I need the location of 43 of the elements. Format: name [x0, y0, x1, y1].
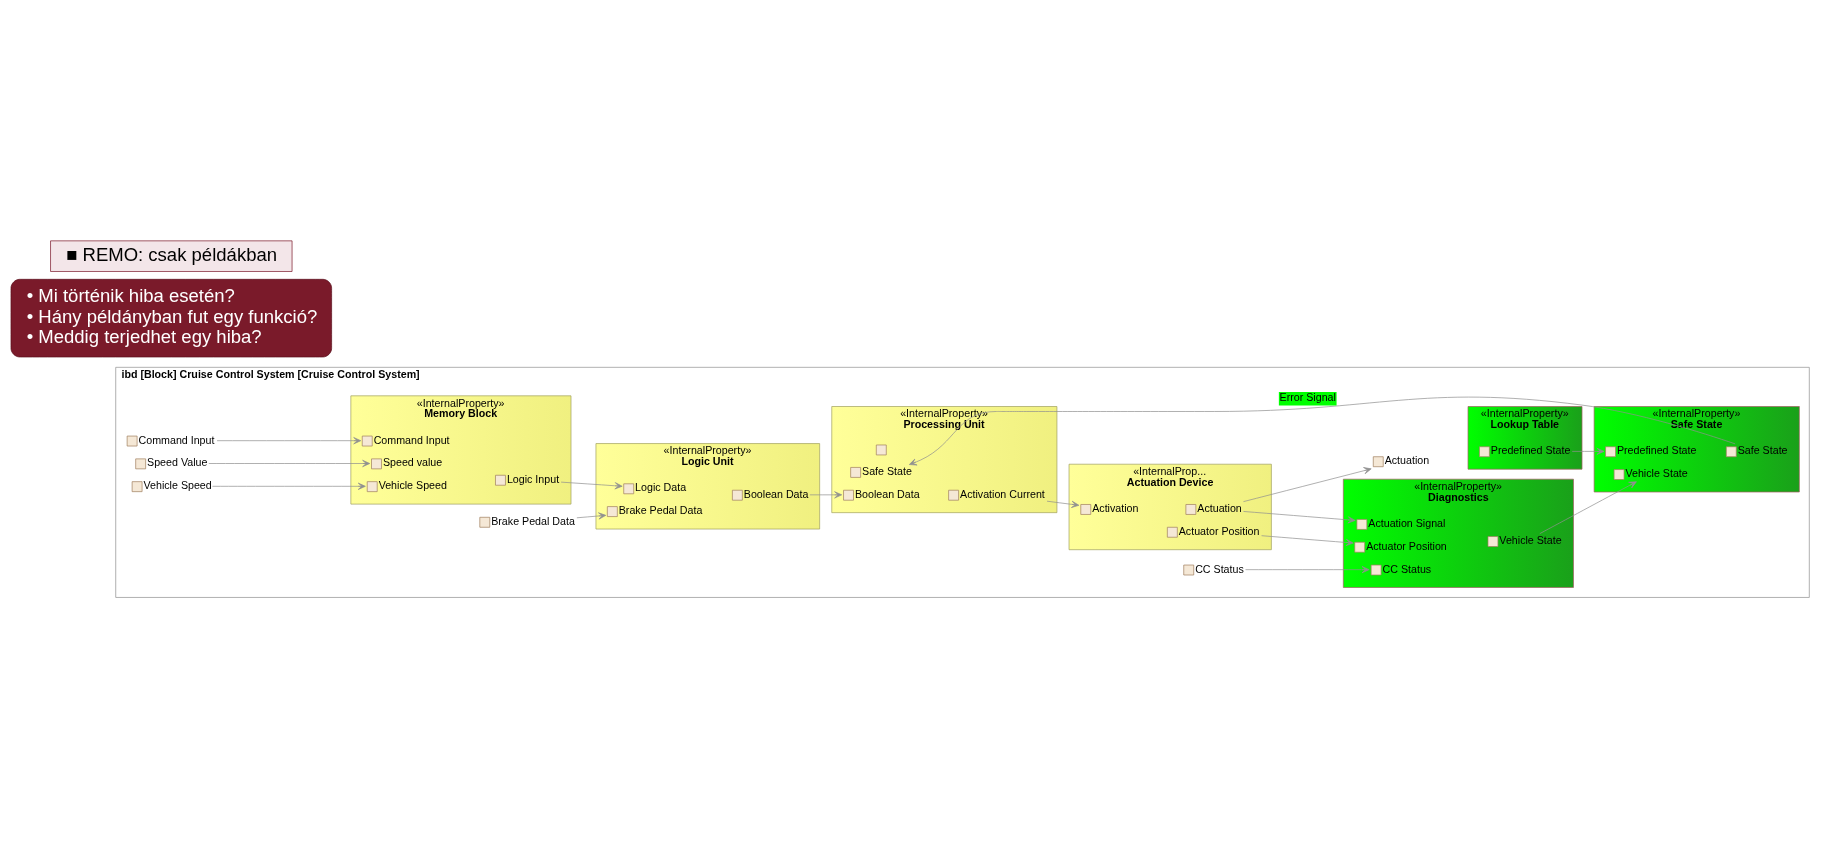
node-label: Speed Value: [147, 455, 208, 468]
arrow: [809, 490, 843, 498]
arrow: [1046, 500, 1080, 508]
node-label: Predefined State: [1616, 443, 1697, 456]
node-label: CC Status: [1195, 562, 1244, 575]
node-label: Logic Data: [635, 480, 687, 493]
node-label: Activation Current: [960, 487, 1045, 500]
node-label: Vehicle Speed: [143, 478, 212, 491]
node-label: Predefined State: [1490, 443, 1571, 456]
arrow: [1539, 480, 1637, 534]
edge-label: Error Signal: [1279, 390, 1336, 403]
arrow: [1243, 466, 1372, 502]
node-label: Boolean Data: [743, 487, 809, 500]
node-label: Actuation: [1384, 453, 1430, 466]
node-label: Brake Pedal Data: [618, 503, 703, 516]
node-label: Vehicle State: [1499, 533, 1562, 546]
arrow: [208, 459, 371, 467]
node-label: Command Input: [138, 433, 215, 446]
node-label: Command Input: [373, 433, 450, 446]
arrow: [212, 482, 366, 490]
node-label: Actuation: [1197, 501, 1242, 514]
node-label: Vehicle Speed: [378, 478, 447, 491]
arrow: [216, 436, 362, 444]
node-label: CC Status: [1382, 562, 1432, 575]
arrow: [1243, 510, 1356, 523]
node-box: ■ REMO: csak példákban: [50, 240, 293, 272]
node-label: Actuator Position: [1178, 524, 1260, 537]
node-label: Speed value: [382, 455, 443, 468]
node-label: Boolean Data: [854, 487, 920, 500]
node-label: Actuation Signal: [1368, 516, 1446, 529]
arrow: [1245, 565, 1370, 573]
node-label: Safe State: [862, 464, 912, 477]
arrow: [1261, 534, 1354, 546]
arrow: [576, 511, 607, 519]
node-label: Logic Input: [506, 472, 560, 485]
arrow: [1571, 447, 1605, 455]
node-box: • Mi történik hiba esetén? • Hány példányban fut egy funkció? • Meddig terjedhet egy hiba?: [10, 278, 332, 357]
node-label: Activation: [1092, 501, 1139, 514]
node-label: Safe State: [1737, 443, 1788, 456]
node-label: Brake Pedal Data: [491, 514, 575, 527]
node-label: Vehicle State: [1625, 466, 1688, 479]
node-label: Actuator Position: [1366, 539, 1447, 552]
arrow: [560, 481, 623, 489]
